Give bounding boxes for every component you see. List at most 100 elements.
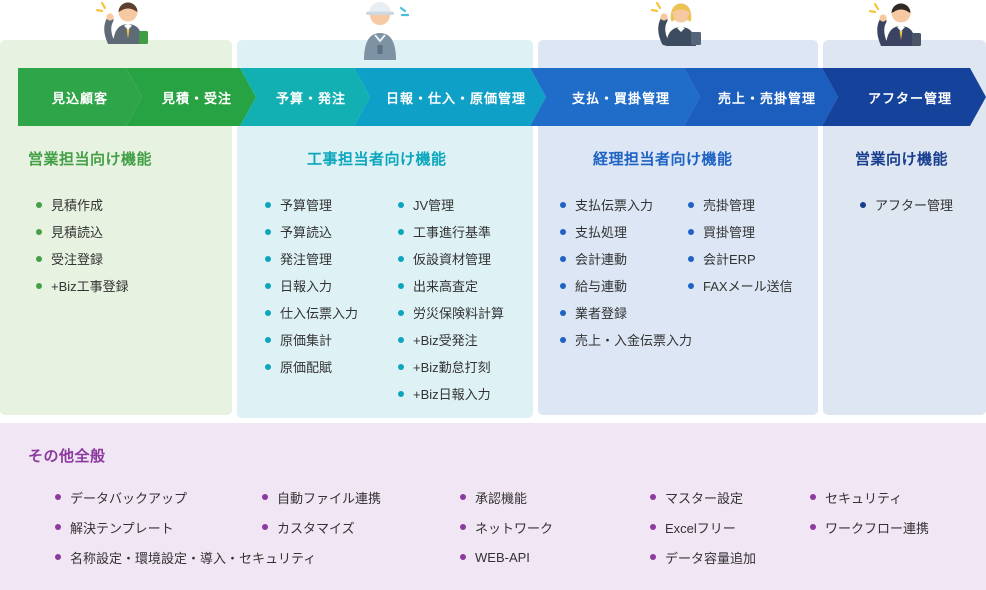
flow-step-budget-order: 予算・発注 [240, 68, 370, 126]
bullet-dot [810, 494, 816, 500]
flow-step-after: アフター管理 [822, 68, 986, 126]
feature-label: FAXメール送信 [703, 279, 793, 294]
feature-item: WEB-API [460, 542, 650, 572]
accounting-columns: 支払伝票入力支払処理会計連動給与連動業者登録売上・入金伝票入力 売掛管理買掛管理… [560, 191, 818, 353]
bullet-dot [688, 282, 694, 289]
feature-label: 原価配賦 [280, 360, 333, 375]
bullet-dot [55, 524, 61, 530]
general-feature-list-2: 自動ファイル連携カスタマイズ [262, 482, 460, 542]
bullet-dot [398, 336, 404, 343]
feature-label: 見積作成 [51, 198, 104, 213]
feature-item: 自動ファイル連携 [262, 482, 460, 512]
bullet-dot [560, 336, 566, 343]
flow-step-estimate-order: 見積・受注 [126, 68, 256, 126]
feature-label: +Biz日報入力 [413, 387, 491, 402]
general-panel: その他全般 データバックアップ解決テンプレート名称設定・環境設定・導入・セキュリ… [0, 423, 986, 590]
bullet-dot [398, 390, 404, 397]
bullet-dot [398, 228, 404, 235]
sales-feature-list: 見積作成見積読込受注登録+Biz工事登録 [36, 191, 232, 299]
feature-label: 支払伝票入力 [575, 198, 654, 213]
construction-worker-icon [364, 2, 410, 60]
bullet-dot [650, 494, 656, 500]
bullet-dot [560, 309, 566, 316]
feature-item: 受注登録 [36, 245, 232, 272]
feature-label: 名称設定・環境設定・導入・セキュリティ [70, 550, 317, 566]
bullet-dot [688, 255, 694, 262]
bullet-dot [265, 255, 271, 262]
feature-label: ネットワーク [475, 520, 554, 536]
process-flow: 見込顧客 見積・受注 予算・発注 日報・仕入・原価管理 支払・買掛管理 売上・売… [18, 68, 986, 126]
feature-item: 給与連動 [560, 272, 688, 299]
bullet-dot [36, 201, 42, 208]
feature-label: WEB-API [475, 549, 530, 565]
bullet-dot [265, 336, 271, 343]
feature-label: 工事進行基準 [413, 225, 492, 240]
accounting-person-icon [650, 1, 701, 46]
bullet-dot [36, 255, 42, 262]
bullet-dot [560, 201, 566, 208]
feature-item: 売上・入金伝票入力 [560, 326, 692, 353]
feature-item: 会計ERP [688, 245, 793, 272]
feature-item: 仕入伝票入力 [265, 299, 398, 326]
feature-item: 売掛管理 [688, 191, 793, 218]
feature-label: 予算読込 [280, 225, 333, 240]
construction-worker-illustration [349, 0, 413, 65]
accounting-feature-list-1: 支払伝票入力支払処理会計連動給与連動業者登録売上・入金伝票入力 [560, 191, 692, 353]
bullet-dot [860, 201, 866, 208]
feature-item: 労災保険料計算 [398, 299, 504, 326]
feature-label: 支払処理 [575, 225, 628, 240]
salesperson-illustration [93, 0, 155, 49]
feature-label: データ容量追加 [665, 550, 757, 566]
bullet-dot [560, 282, 566, 289]
construction-feature-list-1: 予算管理予算読込発注管理日報入力仕入伝票入力原価集計原価配賦 [265, 191, 398, 380]
feature-label: Excelフリー [665, 520, 736, 536]
feature-label: 日報入力 [280, 279, 333, 294]
feature-item: アフター管理 [860, 191, 986, 218]
sales-panel-title: 営業担当向け機能 [28, 151, 153, 168]
feature-item: +Biz勤怠打刻 [398, 353, 504, 380]
bullet-dot [36, 282, 42, 289]
feature-label: 解決テンプレート [70, 520, 174, 536]
feature-item: 発注管理 [265, 245, 398, 272]
feature-item: 支払処理 [560, 218, 688, 245]
feature-item: 予算管理 [265, 191, 398, 218]
feature-label: 会計ERP [703, 252, 756, 267]
feature-label: アフター管理 [875, 198, 954, 213]
feature-item: 工事進行基準 [398, 218, 504, 245]
bullet-dot [265, 201, 271, 208]
feature-item: 承認機能 [460, 482, 650, 512]
feature-item: ワークフロー連携 [810, 512, 929, 542]
accounting-person-illustration [641, 0, 705, 51]
bullet-dot [265, 363, 271, 370]
flow-step-daily-cost: 日報・仕入・原価管理 [354, 68, 546, 126]
bullet-dot [650, 524, 656, 530]
feature-label: JV管理 [413, 198, 455, 213]
feature-label: 売上・入金伝票入力 [575, 333, 693, 348]
feature-label: 売掛管理 [703, 198, 756, 213]
feature-item: +Biz工事登録 [36, 272, 232, 299]
feature-item: JV管理 [398, 191, 504, 218]
feature-item: カスタマイズ [262, 512, 460, 542]
bullet-dot [55, 494, 61, 500]
feature-label: 業者登録 [575, 306, 628, 321]
feature-label: 仕入伝票入力 [280, 306, 359, 321]
bullet-dot [262, 524, 268, 530]
flow-step-label: 予算・発注 [275, 90, 346, 106]
feature-label: ワークフロー連携 [825, 520, 930, 536]
feature-label: 給与連動 [575, 279, 628, 294]
feature-label: 仮設資材管理 [413, 252, 492, 267]
bullet-dot [265, 228, 271, 235]
feature-item: Excelフリー [650, 512, 810, 542]
feature-item: 日報入力 [265, 272, 398, 299]
feature-item: 原価配賦 [265, 353, 398, 380]
feature-label: 労災保険料計算 [413, 306, 505, 321]
feature-item: 会計連動 [560, 245, 688, 272]
feature-label: +Biz工事登録 [51, 279, 129, 294]
bullet-dot [398, 363, 404, 370]
feature-item: 原価集計 [265, 326, 398, 353]
after-feature-list: アフター管理 [860, 191, 986, 218]
feature-item: +Biz日報入力 [398, 380, 504, 407]
flow-step-sales-receivable: 売上・売掛管理 [684, 68, 838, 126]
